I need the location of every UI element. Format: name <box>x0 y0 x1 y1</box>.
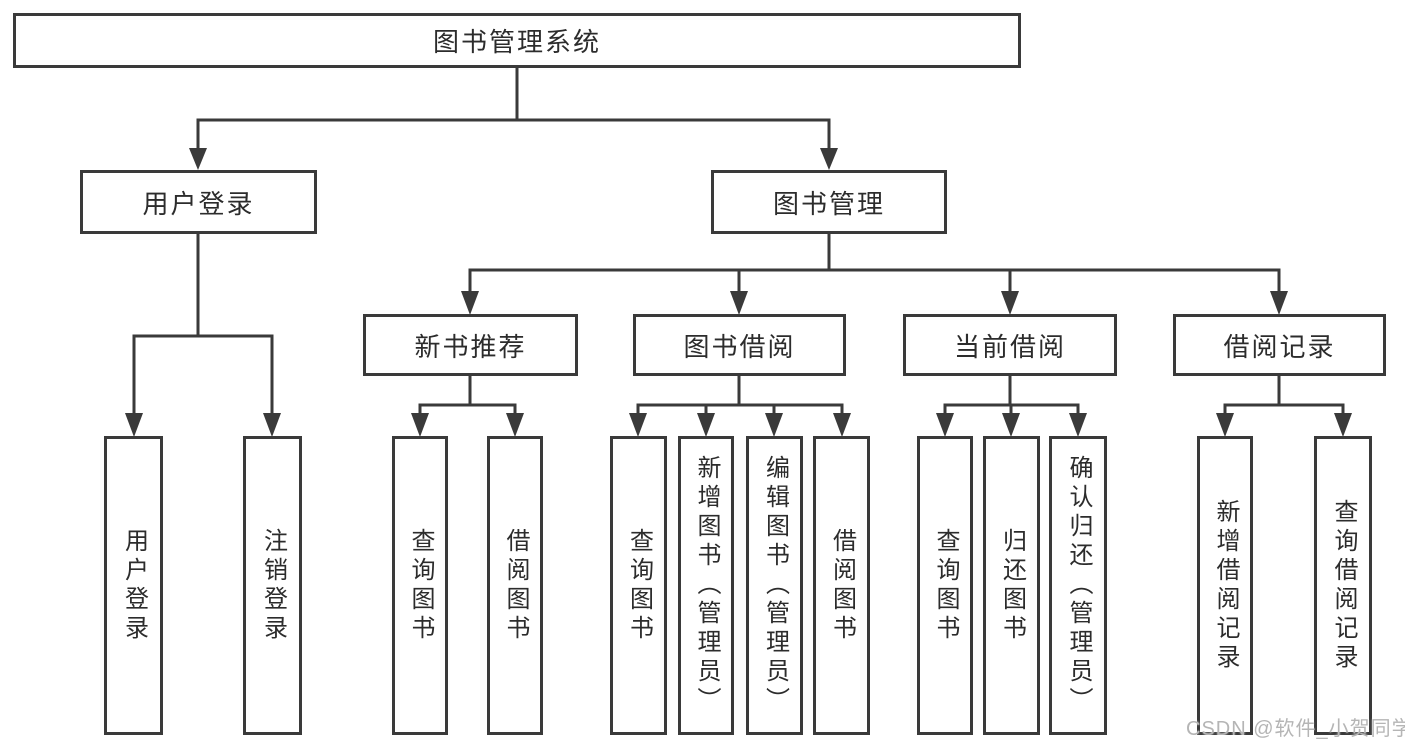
node-leaf-logout: 注销登录 <box>243 436 302 735</box>
node-root: 图书管理系统 <box>13 13 1021 68</box>
connector-current-borrow <box>936 376 1087 437</box>
connector-borrow-records <box>1216 376 1352 437</box>
node-leaf-user-login: 用户登录 <box>104 436 163 735</box>
node-current-borrow: 当前借阅 <box>903 314 1117 376</box>
node-new-book-recommend: 新书推荐 <box>363 314 578 376</box>
connector-book-borrow <box>629 376 851 437</box>
node-book-borrow: 图书借阅 <box>633 314 846 376</box>
node-leaf-return-books: 归还图书 <box>983 436 1040 735</box>
node-leaf-query-borrow-record: 查询借阅记录 <box>1314 436 1372 735</box>
connector-book-management <box>461 234 1288 315</box>
node-borrow-records: 借阅记录 <box>1173 314 1386 376</box>
node-leaf-add-books-admin: 新增图书（管理员） <box>678 436 734 735</box>
node-leaf-edit-books-admin: 编辑图书（管理员） <box>746 436 803 735</box>
connector-new-book <box>411 376 524 437</box>
node-book-management: 图书管理 <box>711 170 947 234</box>
node-leaf-add-borrow-record: 新增借阅记录 <box>1197 436 1253 735</box>
node-leaf-query-books-borrow: 查询图书 <box>610 436 667 735</box>
connector-root <box>189 68 838 170</box>
node-leaf-confirm-return-admin: 确认归还（管理员） <box>1049 436 1107 735</box>
watermark: CSDN @软件_小贺同学 <box>1186 718 1405 740</box>
connector-user-login <box>125 234 281 437</box>
node-leaf-borrow-books: 借阅图书 <box>813 436 870 735</box>
node-user-login: 用户登录 <box>80 170 317 234</box>
node-leaf-query-books-recommend: 查询图书 <box>392 436 448 735</box>
node-leaf-query-books-current: 查询图书 <box>917 436 973 735</box>
node-leaf-borrow-books-recommend: 借阅图书 <box>487 436 543 735</box>
